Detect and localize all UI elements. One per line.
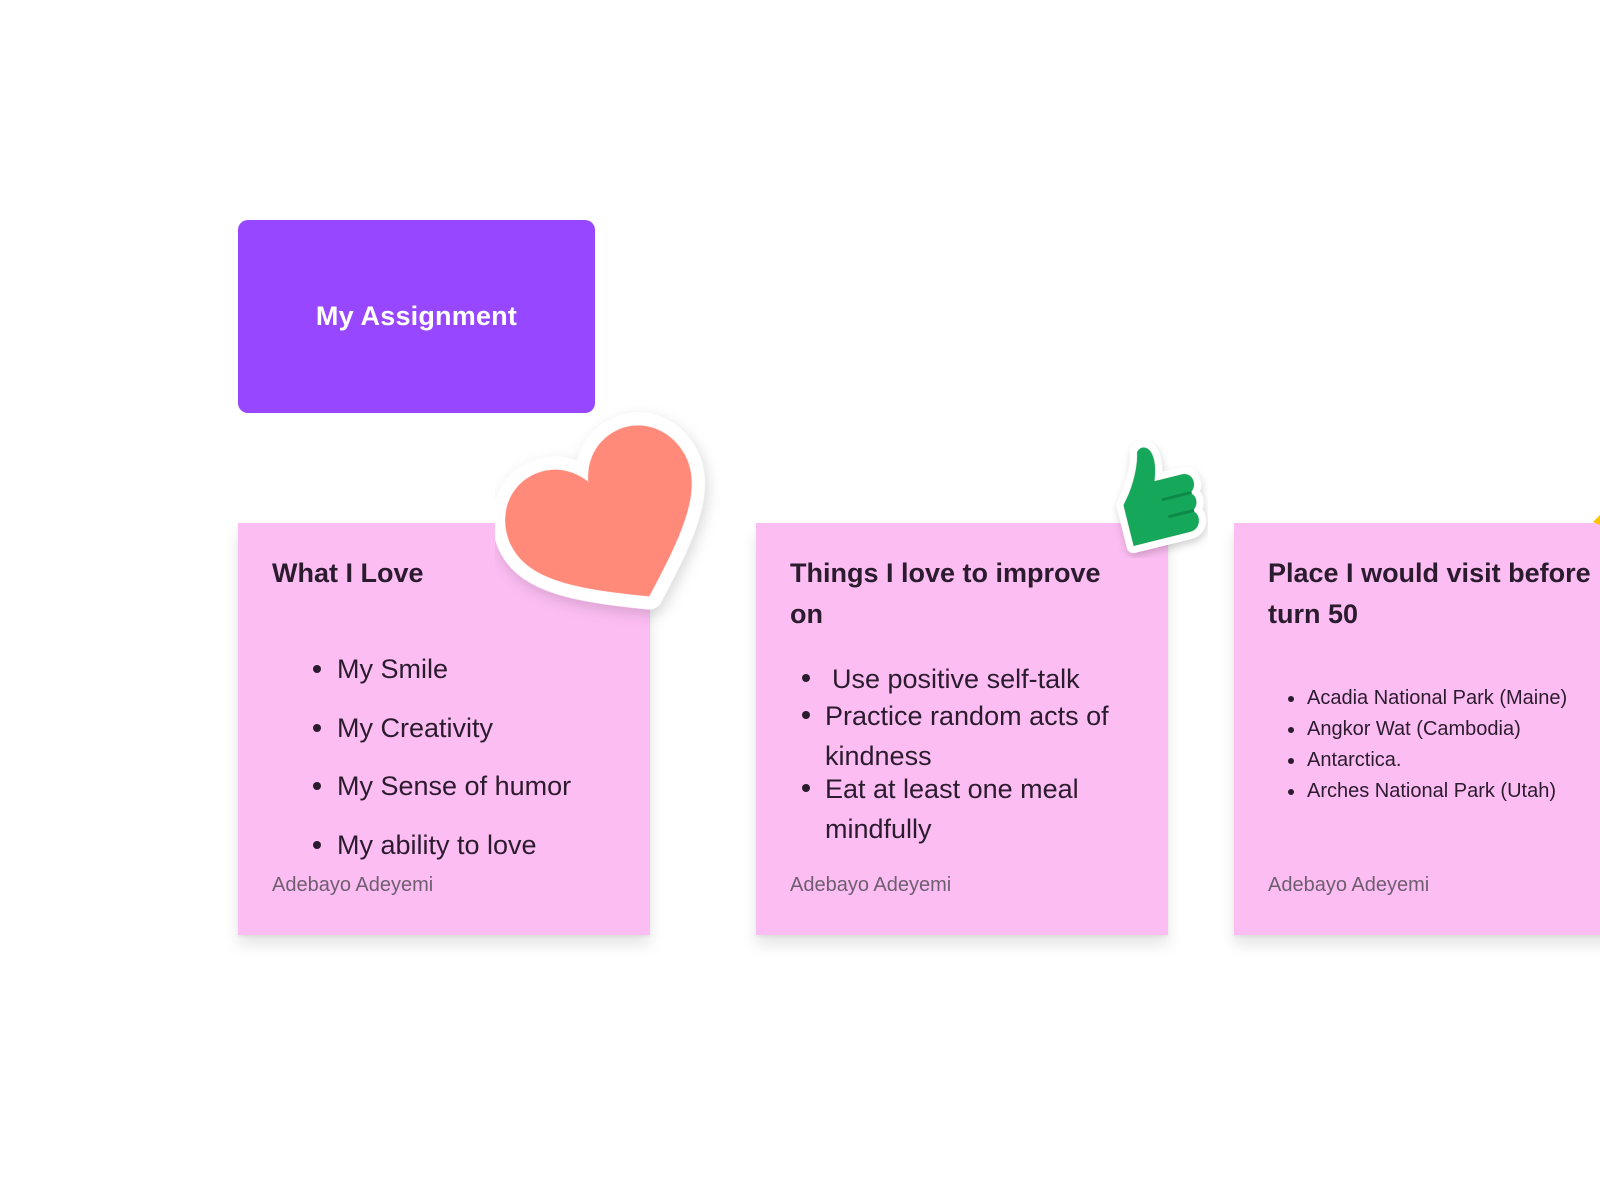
sticky-note-author: Adebayo Adeyemi: [790, 874, 952, 896]
sticky-note-list: Acadia National Park (Maine) Angkor Wat …: [1286, 683, 1586, 807]
list-item: My Creativity: [313, 699, 571, 758]
list-item: Eat at least one meal mindfully: [798, 769, 1138, 849]
sticky-note-title: Place I would visit before turn 50: [1268, 558, 1591, 629]
assignment-header-card[interactable]: My Assignment: [238, 220, 595, 413]
list-item: Arches National Park (Utah): [1286, 776, 1586, 807]
sticky-note-things-to-improve[interactable]: Things I love to improve on Use positive…: [756, 523, 1168, 935]
list-item: Antarctica.: [1286, 745, 1586, 776]
assignment-title: My Assignment: [315, 301, 518, 331]
sticky-note-author: Adebayo Adeyemi: [1268, 874, 1430, 896]
heart-sticker-icon[interactable]: [492, 405, 725, 635]
list-item: Use positive self-talk: [798, 659, 1138, 699]
list-item: Acadia National Park (Maine): [1286, 683, 1586, 714]
sticky-note-places-to-visit[interactable]: Place I would visit before turn 50 Acadi…: [1234, 523, 1600, 935]
list-item: My ability to love: [313, 816, 571, 875]
sticky-note-list: Use positive self-talk Practice random a…: [798, 659, 1138, 849]
list-item: Angkor Wat (Cambodia): [1286, 714, 1586, 745]
sticker-partial-icon[interactable]: [1585, 440, 1600, 540]
thumbs-up-sticker-icon[interactable]: [1098, 440, 1208, 558]
list-item: My Smile: [313, 640, 571, 699]
sticky-note-title: Things I love to improve on: [790, 558, 1101, 629]
list-item: Practice random acts of kindness: [798, 696, 1138, 776]
sticky-note-title: What I Love: [272, 558, 424, 588]
sticky-note-list: My Smile My Creativity My Sense of humor…: [313, 640, 571, 874]
list-item: My Sense of humor: [313, 757, 571, 816]
sticky-note-author: Adebayo Adeyemi: [272, 874, 434, 896]
